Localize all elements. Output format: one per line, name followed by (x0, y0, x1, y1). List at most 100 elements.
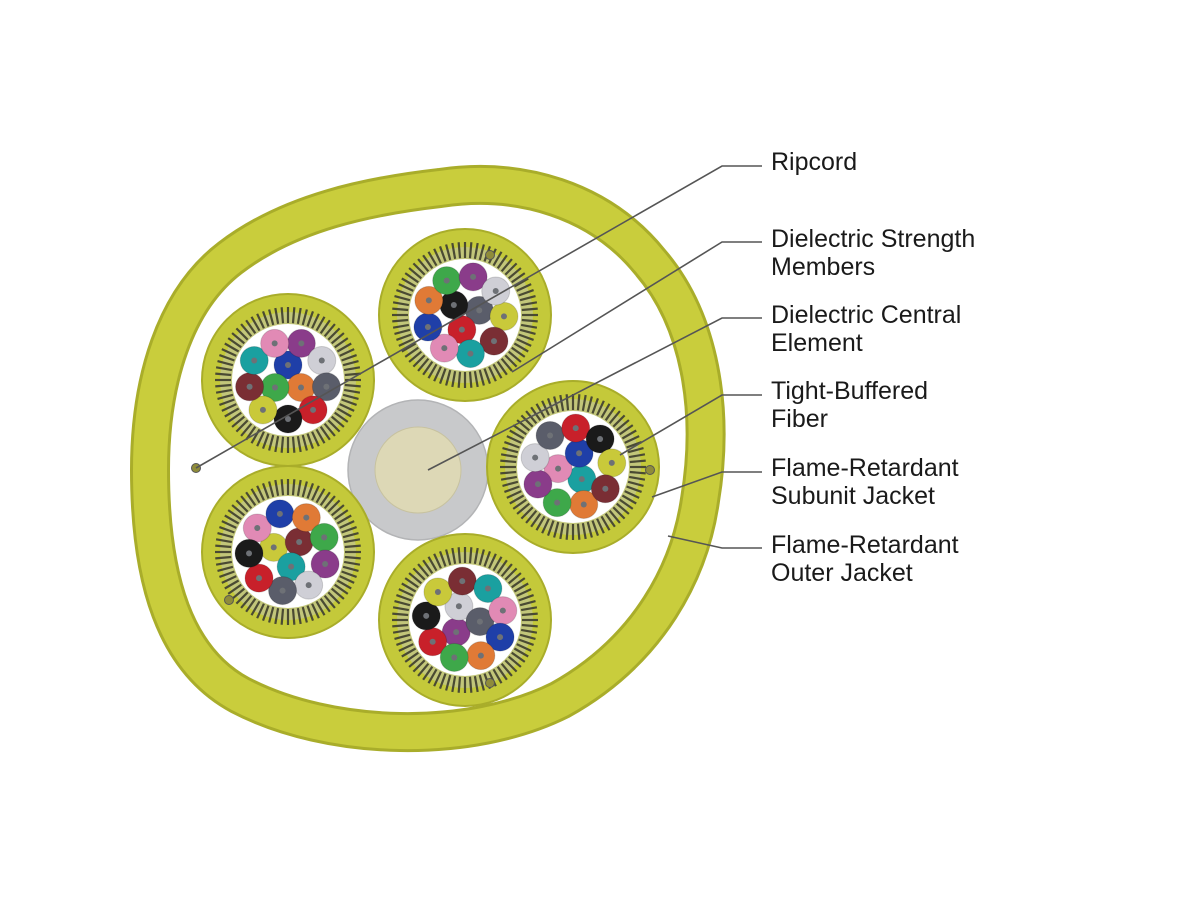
strength-member-yarn (500, 357, 513, 372)
strength-member-yarn (513, 647, 529, 658)
strength-member-yarn (398, 283, 414, 292)
strength-member-yarn (496, 666, 508, 681)
strength-member-yarn (412, 262, 426, 276)
strength-member-yarn (401, 647, 417, 658)
strength-member-yarn (339, 348, 355, 357)
strength-member-yarn (404, 577, 419, 589)
strength-member-yarn (521, 318, 538, 323)
strength-member-yarn (319, 491, 331, 506)
subunit (486, 380, 660, 554)
fiber-core (467, 350, 474, 357)
strength-member-yarn (398, 338, 414, 347)
strength-member-yarn (621, 429, 637, 440)
strength-member-yarn (500, 475, 518, 481)
subunit (378, 533, 552, 707)
strength-member-yarn (427, 363, 438, 379)
fiber-core (443, 277, 450, 284)
strength-member-yarn (398, 643, 414, 652)
strength-member-yarn (268, 606, 275, 623)
strength-member-yarn (627, 480, 644, 487)
fiber-core (555, 465, 562, 472)
strength-member-yarn (396, 288, 412, 297)
strength-member-yarn (496, 361, 508, 376)
fiber-core (321, 534, 328, 541)
strength-member-yarn (215, 383, 232, 388)
strength-member-yarn (219, 570, 235, 579)
strength-member-yarn (511, 346, 526, 358)
strength-member-yarn (224, 342, 240, 353)
strength-member-yarn (596, 400, 605, 416)
strength-member-yarn (576, 394, 581, 411)
strength-member-yarn (306, 605, 315, 621)
strength-member-yarn (215, 555, 232, 560)
strength-member-yarn (504, 354, 518, 368)
strength-member-yarn (217, 532, 234, 539)
label-tight-buffered-fiber-line-1: Tight-Buffered (771, 377, 929, 405)
fiber-core (251, 357, 258, 364)
strength-member-yarn (227, 583, 242, 595)
fiber-core (425, 297, 432, 304)
strength-member-yarn (394, 328, 411, 335)
strength-member-yarn (291, 479, 296, 496)
strength-member-yarn (473, 242, 479, 260)
strength-member-yarn (433, 366, 442, 382)
strength-member-yarn (457, 676, 462, 693)
strength-member-yarn (511, 272, 526, 284)
strength-member-yarn (394, 600, 411, 607)
strength-member-yarn (451, 242, 457, 260)
fiber-core (318, 357, 325, 364)
strength-member-yarn (408, 572, 423, 585)
strength-member-yarn (217, 393, 234, 400)
strength-member-yarn (518, 593, 534, 602)
strength-member-yarn (628, 475, 646, 481)
strength-member-yarn (422, 666, 434, 681)
fiber-core (272, 384, 279, 391)
strength-member-yarn (519, 633, 536, 640)
strength-member-yarn (344, 544, 361, 549)
fiber-core (246, 383, 253, 390)
strength-member-yarn (433, 553, 442, 569)
strength-member-yarn (586, 396, 593, 413)
strength-member-yarn (235, 499, 249, 513)
strength-member-yarn (516, 283, 532, 292)
strength-member-yarn (468, 547, 473, 564)
strength-member-yarn (221, 520, 237, 529)
strength-member-yarn (473, 547, 479, 565)
strength-member-yarn (422, 361, 434, 376)
strength-member-yarn (215, 544, 232, 549)
strength-member-yarn (408, 350, 423, 363)
fiber-core (285, 362, 291, 368)
strength-member-yarn (330, 587, 345, 600)
strength-member-yarn (341, 353, 357, 362)
strength-member-yarn (559, 522, 565, 540)
strength-member-yarn (502, 480, 519, 487)
subunit (378, 228, 552, 402)
strength-member-yarn (492, 251, 503, 267)
strength-member-yarn (438, 368, 447, 384)
strength-member-yarn (392, 323, 410, 329)
strength-member-yarn (280, 479, 285, 496)
strength-member-yarn (336, 342, 352, 353)
strength-member-yarn (334, 509, 349, 521)
fiber-core (279, 587, 286, 594)
fiber-core (497, 634, 504, 641)
fiber-core (532, 454, 539, 461)
strength-member-yarn (306, 483, 315, 499)
fiber-core (580, 501, 587, 508)
strength-member-yarn (301, 606, 308, 623)
strength-member-yarn (530, 513, 542, 528)
fiber-core (296, 538, 303, 545)
strength-member-yarn (256, 431, 265, 447)
strength-member-yarn (546, 520, 555, 536)
strength-member-yarn (341, 570, 357, 579)
strength-member-yarn (492, 556, 503, 572)
strength-member-yarn (240, 594, 253, 609)
strength-member-yarn (330, 332, 345, 345)
fiber-core (288, 563, 295, 570)
fiber-core (459, 578, 466, 585)
fiber-core (259, 406, 266, 413)
fiber-core (470, 273, 477, 280)
leader-line (619, 394, 762, 456)
